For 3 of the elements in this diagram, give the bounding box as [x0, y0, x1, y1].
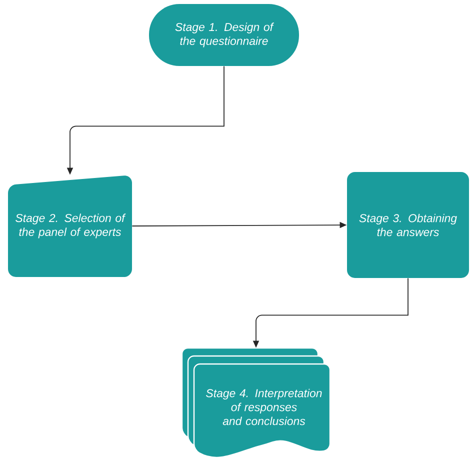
document-stack: Stage 4. Interpretation of responses and conclusions [181, 347, 331, 458]
input-box: Stage 2. Selection of the panel of experts [8, 176, 132, 277]
process-box: Stage 3. Obtaining the answers [347, 172, 469, 278]
